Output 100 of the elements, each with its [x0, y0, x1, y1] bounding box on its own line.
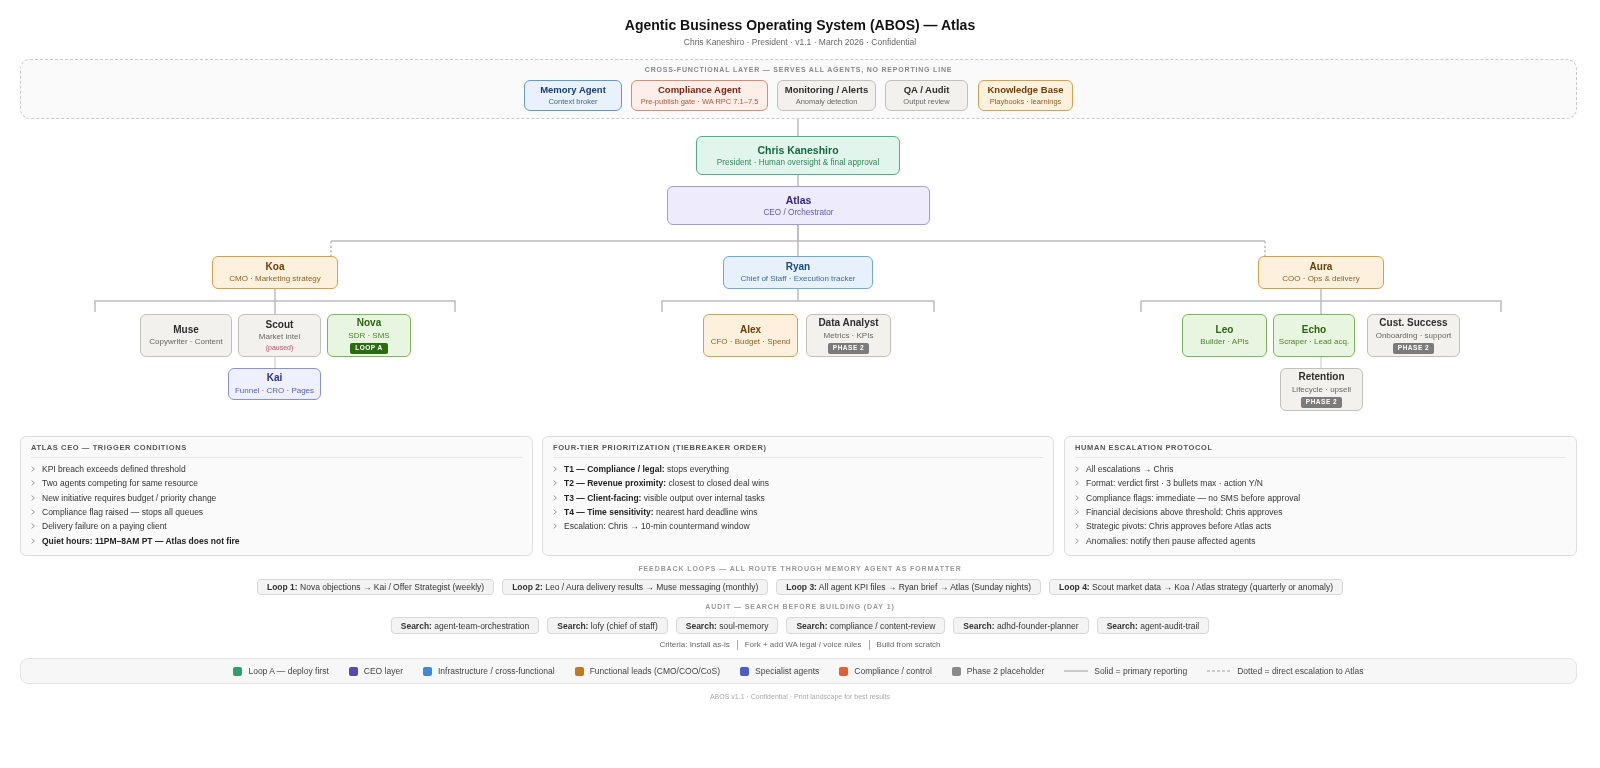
legend-label: Dotted = direct escalation to Atlas	[1237, 666, 1364, 676]
agent-name: Nova	[356, 317, 382, 329]
list-item-text: Quiet hours: 11PM–8AM PT — Atlas does not fire	[42, 535, 240, 546]
agent-card	[1280, 368, 1363, 411]
agent-card	[524, 80, 622, 111]
agent-role: CFO · Budget · Spend	[710, 337, 791, 348]
search-chip: Search: compliance / content-review	[786, 617, 946, 634]
agent-card	[140, 314, 232, 357]
agent-name: Memory Agent	[540, 84, 606, 96]
list-item-text: Compliance flags: immediate — no SMS before approval	[1086, 492, 1301, 503]
agent-name: Data Analyst	[818, 317, 879, 329]
list-item-text: Strategic pivots: Chris approves before Atlas acts	[1086, 521, 1272, 532]
agent-role: Onboarding · support	[1375, 330, 1452, 341]
legend-label: CEO layer	[363, 666, 403, 676]
agent-name: Leo	[1215, 323, 1234, 336]
agent-card	[1273, 314, 1355, 357]
search-chip: Search: adhd-founder-planner	[953, 617, 1089, 634]
agent-name: Aura	[1309, 260, 1333, 273]
agent-role: Lifecycle · upsell	[1291, 384, 1352, 395]
agent-card	[1182, 314, 1267, 357]
agent-card	[723, 256, 873, 289]
agent-role: CMO · Marketing strategy	[229, 274, 321, 285]
search-chip: Search: soul-memory	[675, 617, 779, 634]
agent-card	[327, 314, 411, 357]
agent-name: Compliance Agent	[657, 84, 741, 96]
agent-card	[212, 256, 338, 289]
subtitle: Chris Kaneshiro · President · v1.1 · March 2026 · Confidential	[683, 37, 917, 48]
criteria-text: Criteria: Install as-is	[659, 639, 730, 650]
legend-label: Loop A — deploy first	[248, 666, 329, 676]
agent-name: Muse	[173, 323, 199, 336]
agent-name: QA / Audit	[903, 84, 950, 96]
info-panel	[542, 436, 1054, 556]
legend-label: Specialist agents	[755, 666, 820, 676]
agent-role: Builder · APIs	[1200, 337, 1249, 348]
agent-role: Metrics · KPIs	[823, 330, 874, 341]
diagram-title: Agentic Business Operating System (ABOS) — Atlas	[624, 17, 976, 34]
agent-card	[806, 314, 891, 357]
search-chip: Search: agent-team-orchestration	[390, 617, 540, 634]
info-panel	[1064, 436, 1577, 556]
person-card	[696, 136, 900, 175]
agent-card	[1258, 256, 1384, 289]
list-item-text: Format: verdict first · 3 bullets max · action Y/N	[1086, 478, 1263, 489]
agent-name: Echo	[1301, 323, 1327, 336]
agent-card	[238, 314, 321, 357]
list-item-text: Financial decisions above threshold: Chris approves	[1086, 506, 1283, 518]
connector-line	[274, 288, 276, 315]
connector-line	[797, 174, 799, 187]
loop-chip: Loop 2: Leo / Aura delivery results → Muse messaging (monthly)	[502, 579, 769, 595]
agent-name: Scout	[265, 318, 294, 331]
agent-name: Retention	[1298, 371, 1345, 383]
legend-label: Compliance / control	[854, 666, 932, 676]
agent-card	[228, 368, 321, 400]
agent-role: Copywriter · Content	[149, 337, 223, 348]
agent-card	[777, 80, 876, 111]
connector-line	[797, 118, 799, 137]
list-item-text: T3 — Client-facing: visible output over internal tasks	[564, 492, 765, 503]
loop-chip: Loop 3: All agent KPI files → Ryan brief → Atlas (Sunday nights)	[776, 579, 1041, 595]
agent-role: CEO / Orchestrator	[763, 207, 834, 218]
legend-label: Solid = primary reporting	[1094, 666, 1188, 676]
legend-label: Functional leads (CMO/COO/CoS)	[589, 666, 721, 676]
agent-name: Koa	[265, 260, 285, 273]
list-item-text: Escalation: Chris → 10-min countermand window	[564, 521, 750, 532]
agent-role: Chief of Staff · Execution tracker	[740, 274, 856, 285]
agent-name: Chris Kaneshiro	[757, 143, 839, 156]
agent-role: SDR · SMS	[348, 330, 390, 341]
info-panel	[20, 436, 533, 556]
agent-name: Alex	[739, 323, 762, 336]
legend-label: Phase 2 placeholder	[966, 666, 1045, 676]
agent-name: Ryan	[785, 260, 811, 273]
agent-role: COO · Ops & delivery	[1282, 274, 1360, 285]
agent-card	[703, 314, 798, 357]
connector-line	[1320, 288, 1322, 315]
agent-role: President · Human oversight & final approval	[716, 157, 880, 168]
search-chip: Search: lofy (chief of staff)	[547, 617, 668, 634]
agent-card	[667, 186, 930, 225]
agent-name: Knowledge Base	[987, 84, 1064, 96]
list-item-text: T1 — Compliance / legal: stops everything	[564, 464, 729, 475]
list-item-text: KPI breach exceeds defined threshold	[42, 464, 186, 475]
list-item-text: Anomalies: notify then pause affected agents	[1086, 535, 1256, 546]
loop-chip: Loop 1: Nova objections → Kai / Offer Strategist (weekly)	[257, 579, 495, 595]
search-chip: Search: agent-audit-trail	[1096, 617, 1210, 634]
legend-label: Infrastructure / cross-functional	[438, 666, 555, 676]
criteria-text: Fork + add WA legal / voice rules	[744, 639, 862, 650]
agent-card	[1367, 314, 1460, 357]
list-item-text: All escalations → Chris	[1086, 464, 1174, 475]
agent-role: Scraper · Lead acq.	[1278, 337, 1350, 348]
agent-name: Monitoring / Alerts	[784, 84, 869, 96]
agent-role: Market intel	[258, 332, 301, 342]
agent-card	[885, 80, 968, 111]
agent-name: Cust. Success	[1379, 317, 1448, 329]
list-item-text: T2 — Revenue proximity: closest to closed deal wins	[564, 478, 770, 489]
loop-chip: Loop 4: Scout market data → Koa / Atlas strategy (quarterly or anomaly)	[1049, 579, 1343, 595]
agent-role: Funnel · CRO · Pages	[234, 385, 315, 396]
list-item-text: Compliance flag raised — stops all queues	[42, 506, 204, 518]
agent-name: Kai	[266, 372, 283, 384]
agent-card	[631, 80, 768, 111]
agent-card	[978, 80, 1073, 111]
layer-band	[20, 59, 1577, 119]
list-item-text: Delivery failure on a paying client	[42, 521, 167, 532]
list-item-text: New initiative requires budget / priority change	[42, 492, 217, 503]
